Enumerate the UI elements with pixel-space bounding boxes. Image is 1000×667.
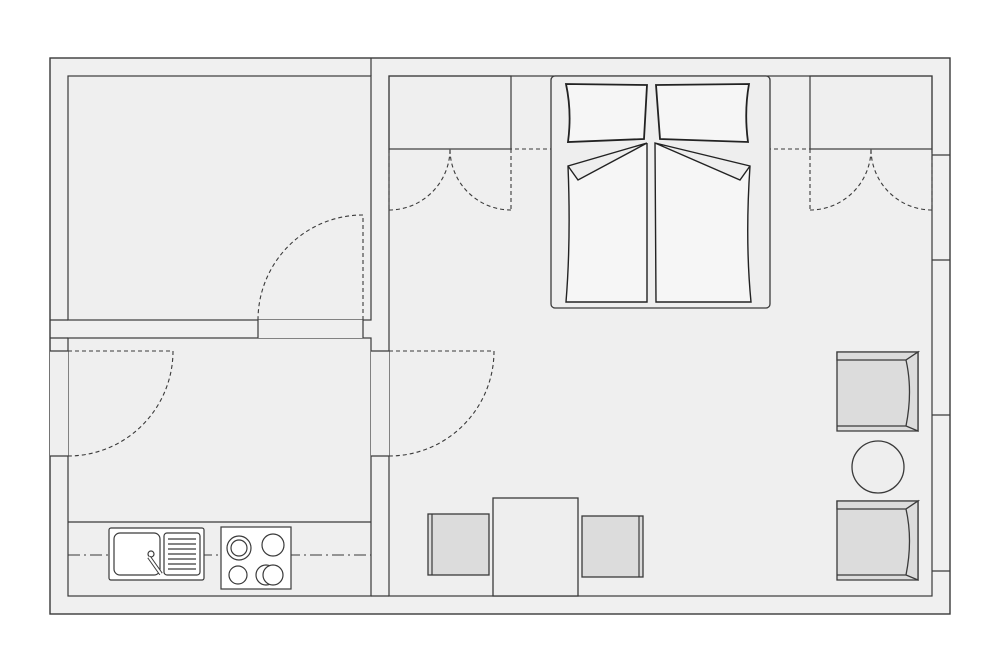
stove-icon <box>220 526 292 590</box>
round-side-table <box>851 440 905 494</box>
storage-room <box>67 75 372 321</box>
armchair-top <box>836 350 921 432</box>
storage-door <box>257 214 364 338</box>
main-room-door <box>371 350 495 457</box>
pillow-left <box>564 83 648 143</box>
dining-chair-right <box>581 515 644 578</box>
pillow-right <box>655 83 751 143</box>
entrance-door <box>50 350 174 457</box>
double-bed <box>550 75 771 309</box>
wall-joints <box>50 58 950 597</box>
sink-icon <box>108 527 205 581</box>
dining-chair-left <box>427 513 490 576</box>
armchair-bottom <box>836 499 921 581</box>
duvet-left <box>565 142 648 303</box>
duvet-right <box>654 142 752 303</box>
wardrobe-left <box>388 75 512 211</box>
wardrobe-right <box>809 75 933 211</box>
dining-table <box>492 497 579 597</box>
